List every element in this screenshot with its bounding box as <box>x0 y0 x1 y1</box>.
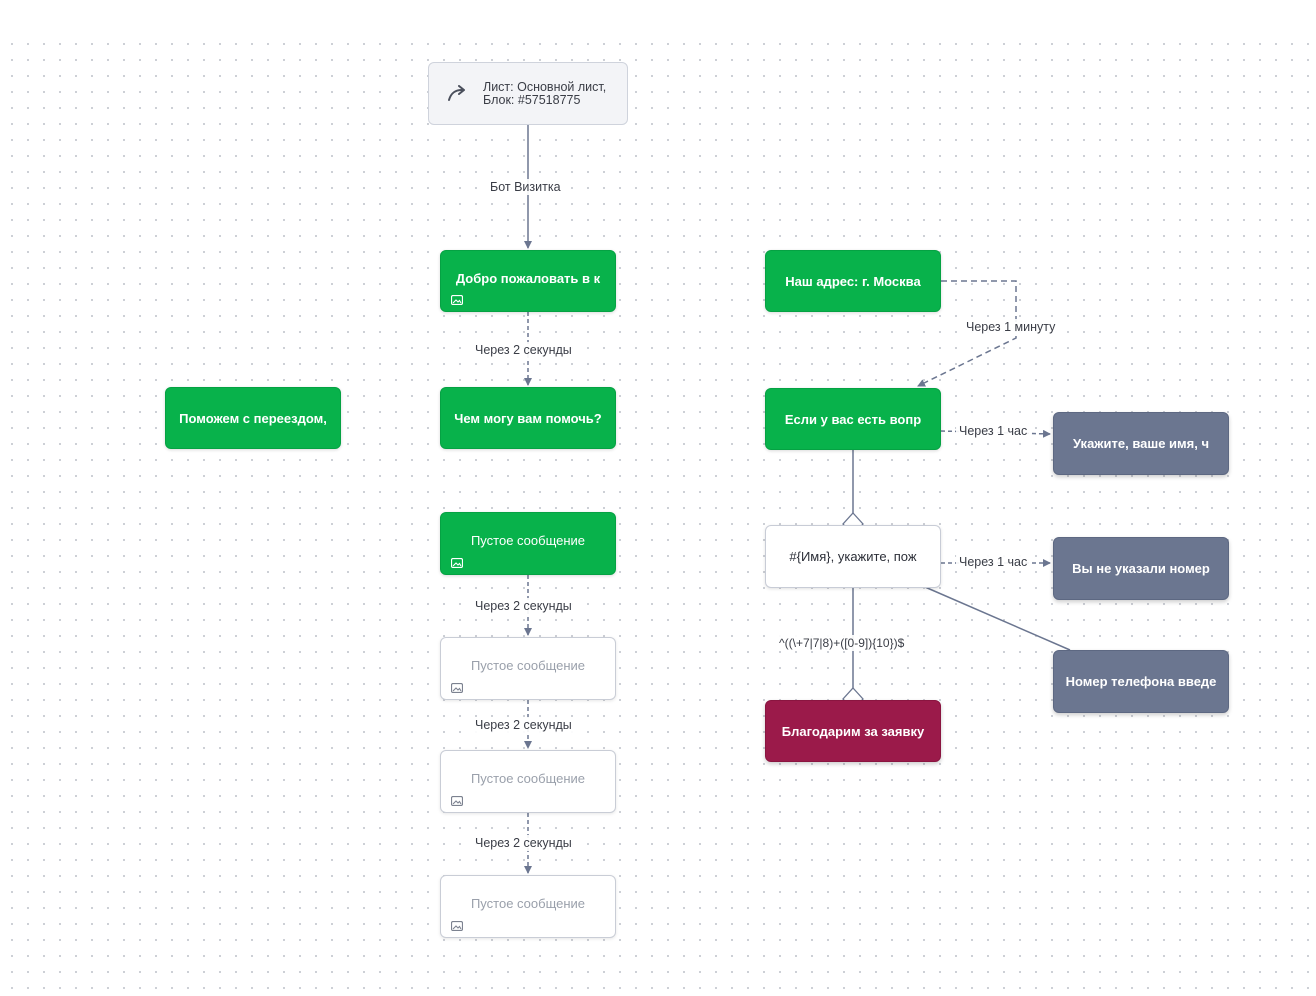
edge-label-delay-empty-3: Через 2 секунды <box>472 835 575 851</box>
node-empty-green[interactable]: Пустое сообщение <box>440 512 616 575</box>
redirect-node[interactable]: Лист: Основной лист, Блок: #57518775 <box>428 62 628 125</box>
edge-label-hour-name: Через 1 час <box>956 554 1031 570</box>
redirect-arrow-icon <box>448 84 465 101</box>
node-empty-2[interactable]: Пустое сообщение <box>440 750 616 813</box>
image-icon <box>451 558 463 568</box>
edge-label-regex: ^((\+7|7|8)+([0-9]){10})$ <box>776 635 908 651</box>
redirect-sheet-label: Лист: Основной лист, <box>483 79 607 94</box>
node-question-label: Если у вас есть вопр <box>784 411 922 427</box>
edge-one-minute <box>917 280 1017 387</box>
node-address-label: Наш адрес: г. Москва <box>785 273 921 289</box>
node-empty-green-label: Пустое сообщение <box>470 533 586 548</box>
edge-label-delay-empty-2: Через 2 секунды <box>472 717 575 733</box>
image-icon <box>451 921 463 931</box>
node-no-phone-label: Вы не указали номер <box>1072 561 1210 576</box>
edge-label-one-minute: Через 1 минуту <box>963 319 1059 335</box>
node-thanks[interactable]: Благодарим за заявку <box>765 700 941 762</box>
node-question[interactable]: Если у вас есть вопр <box>765 388 941 450</box>
node-phone-entered[interactable]: Номер телефона введе <box>1053 650 1229 713</box>
node-how-help[interactable]: Чем могу вам помочь? <box>440 387 616 449</box>
node-name-phone[interactable]: #{Имя}, укажите, пож <box>765 525 941 588</box>
node-empty-3-label: Пустое сообщение <box>470 896 586 911</box>
edge-label-delay-empty-1: Через 2 секунды <box>472 598 575 614</box>
image-icon <box>451 295 463 305</box>
edge-label-hour-question: Через 1 час <box>956 423 1031 439</box>
node-help-moving[interactable]: Поможем с переездом, <box>165 387 341 449</box>
node-phone-entered-label: Номер телефона введе <box>1065 674 1217 689</box>
node-no-phone[interactable]: Вы не указали номер <box>1053 537 1229 600</box>
node-thanks-label: Благодарим за заявку <box>781 723 925 739</box>
node-welcome[interactable]: Добро пожаловать в к <box>440 250 616 312</box>
node-ask-name[interactable]: Укажите, ваше имя, ч <box>1053 412 1229 475</box>
redirect-block-label: Блок: #57518775 <box>483 92 581 107</box>
node-empty-3[interactable]: Пустое сообщение <box>440 875 616 938</box>
edge-phone-entered <box>924 586 1071 651</box>
node-how-help-label: Чем могу вам помочь? <box>454 410 602 426</box>
node-help-moving-label: Поможем с переездом, <box>179 410 327 426</box>
node-ask-name-label: Укажите, ваше имя, ч <box>1072 436 1210 451</box>
node-address[interactable]: Наш адрес: г. Москва <box>765 250 941 312</box>
node-name-phone-label: #{Имя}, укажите, пож <box>789 549 917 564</box>
image-icon <box>451 796 463 806</box>
node-empty-2-label: Пустое сообщение <box>470 771 586 786</box>
node-empty-1-label: Пустое сообщение <box>470 658 586 673</box>
node-welcome-label: Добро пожаловать в к <box>455 270 601 286</box>
node-empty-1[interactable]: Пустое сообщение <box>440 637 616 700</box>
canvas-top-bar <box>0 0 1316 34</box>
edge-label-delay-welcome: Через 2 секунды <box>472 342 575 358</box>
edge-label-bot: Бот Визитка <box>487 179 564 195</box>
image-icon <box>451 683 463 693</box>
